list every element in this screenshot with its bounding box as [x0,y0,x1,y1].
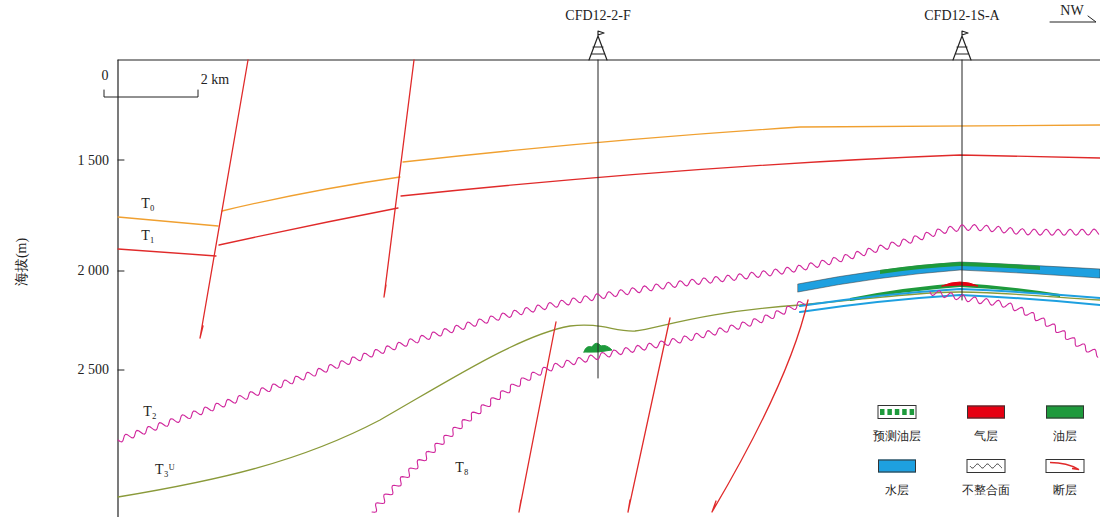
unconformity-line [118,225,1099,442]
well-name: CFD12-1S-A [924,8,999,23]
legend-swatch [967,406,1005,419]
unconformity-line [372,302,805,513]
direction-label: NW [1060,3,1083,18]
legend-swatch [877,405,917,420]
gas-layer [942,282,978,286]
tick-label: 1 500 [78,153,110,168]
horizon-label: T₁ [141,228,154,243]
legend-swatch [1045,459,1085,474]
water-layer [800,295,1100,312]
legend-text: 预测油层 [873,428,921,445]
horizon-line [118,155,1100,256]
legend-text: 油层 [1053,428,1077,445]
horizon-label: T₂ [143,404,156,419]
horizon-line [118,125,1100,226]
horizon-label: T₀ [141,196,154,211]
axis-title: 海拔(m) [14,238,29,286]
legend-swatch [878,460,916,473]
water-layer [800,289,1100,306]
derrick-icon [953,31,971,60]
scale-number: 2 km [201,72,229,87]
derrick-icon [589,31,607,60]
legend-text: 不整合面 [962,482,1010,499]
tick-label: 2 500 [78,362,110,377]
horizon-label: T₈ [455,460,468,475]
tick-label: 2 000 [78,263,110,278]
unconformity-line [930,291,1098,358]
horizon-label: T₃ᵁ [155,462,175,477]
legend-text: 断层 [1053,482,1077,499]
oil-layer [880,262,1040,274]
axis-ticks [118,160,124,370]
depth-axis [117,60,118,517]
well-trace [598,60,599,378]
legend-swatch [1046,406,1084,419]
well-trace [962,60,963,300]
fault-lines [200,60,808,512]
unconformities [118,225,1099,513]
scale-bar [104,90,198,97]
legend-text: 水层 [885,482,909,499]
horizon-line [118,292,1100,497]
scale-number: 0 [102,68,109,83]
legend-swatch [966,459,1006,474]
well-name: CFD12-2-F [565,8,630,23]
legend-text: 气层 [974,428,998,445]
